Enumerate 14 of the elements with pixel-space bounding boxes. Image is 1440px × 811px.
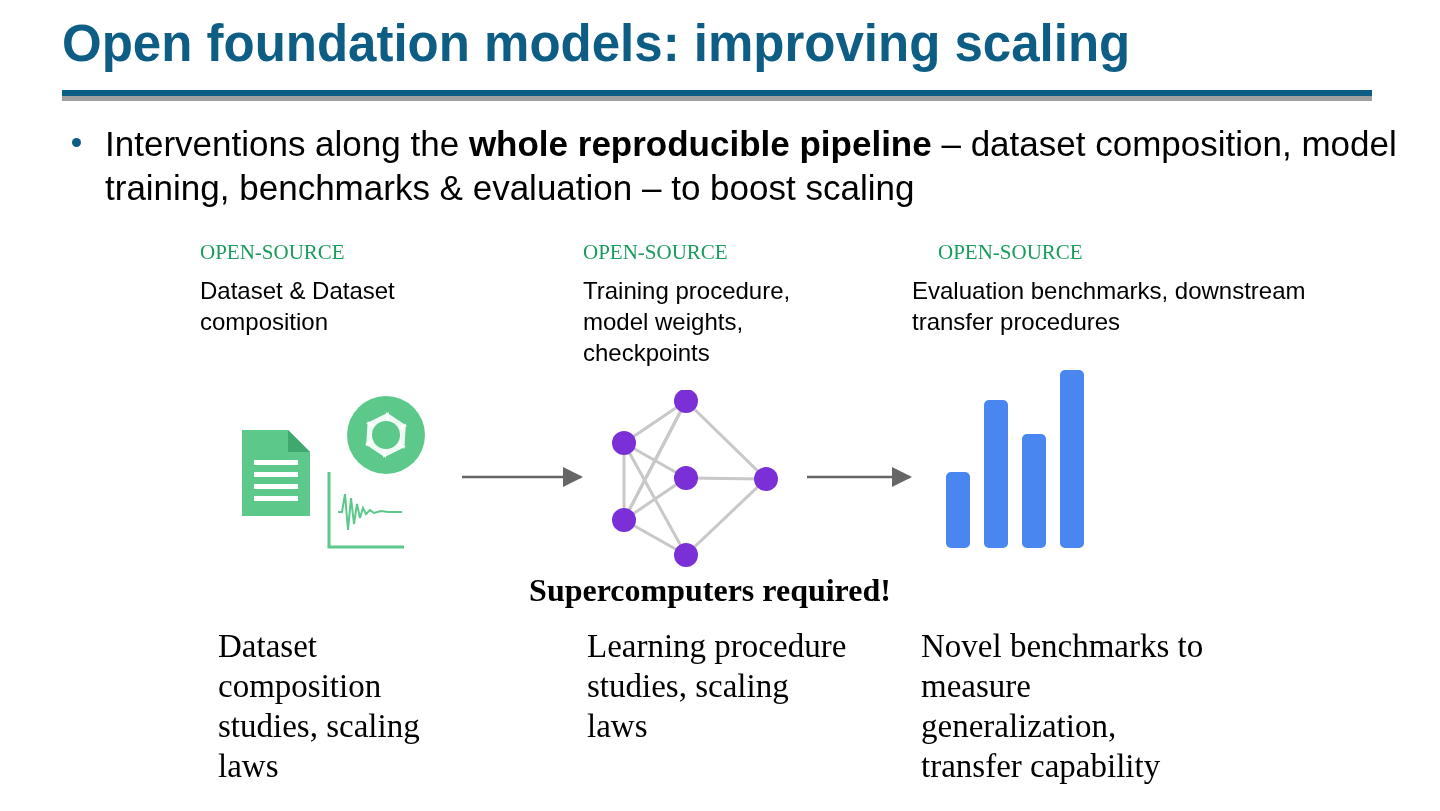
stage-description: Training procedure, model weights, checkpoints [583, 276, 792, 368]
open-source-tag: OPEN-SOURCE [200, 240, 345, 265]
stage-description: Evaluation benchmarks, downstream transfer procedures [912, 276, 1307, 337]
arrow [807, 467, 912, 487]
caption-text: Dataset composition studies, scaling laws [218, 627, 421, 786]
bullet-text: Interventions along the whole reproducible pipeline – dataset composition, model training, benchmarks & evaluation – to boost scaling [105, 123, 1398, 209]
stage-description: Dataset & Dataset composition [200, 276, 396, 337]
caption-text: Learning procedure studies, scaling laws [587, 627, 847, 746]
caption-text: Novel benchmarks to measure generalization, transfer capability [921, 627, 1205, 786]
note-text: Supercomputers required! [528, 571, 892, 610]
slide-title: Open foundation models: improving scaling [62, 14, 1131, 73]
open-source-tag: OPEN-SOURCE [938, 240, 1083, 265]
arrow [462, 467, 583, 487]
open-source-tag: OPEN-SOURCE [583, 240, 728, 265]
